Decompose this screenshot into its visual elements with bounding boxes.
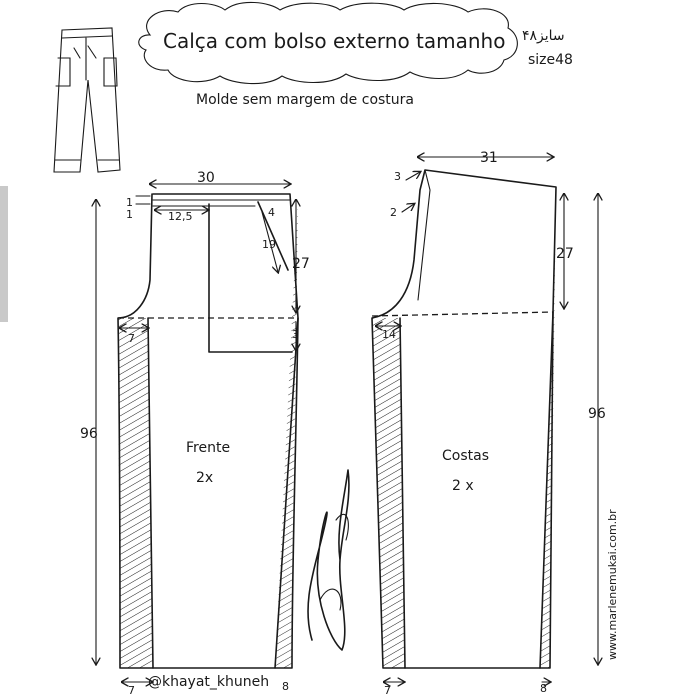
front-rise-label: 27 [292, 256, 310, 272]
designer-signature [307, 469, 350, 651]
size-persian-label: سایز۴۸ [522, 28, 565, 44]
title-cloud [138, 1, 518, 85]
back-hem-left-label: 7 [384, 684, 391, 695]
front-piece-quantity: 2x [196, 470, 213, 486]
front-waist-top-label: 1 [126, 196, 133, 209]
instagram-handle-watermark: @khayat_khuneh [148, 674, 269, 690]
front-hem-right-label: 8 [282, 680, 289, 693]
back-rise-label: 27 [556, 246, 574, 262]
trousers-thumbnail [53, 27, 121, 173]
front-pocket-diagonal-label: 19 [262, 238, 276, 251]
back-piece [371, 157, 598, 682]
back-length-label: 96 [588, 406, 606, 422]
front-dart-label: 4 [268, 206, 275, 219]
front-piece [96, 184, 298, 682]
front-crotch-ext-label: 7 [128, 332, 135, 345]
front-pocket-offset-label: 12,5 [168, 210, 193, 223]
back-piece-quantity: 2 x [452, 478, 474, 494]
front-width-label: 30 [197, 170, 215, 186]
front-length-label: 96 [80, 426, 98, 442]
pattern-subtitle: Molde sem margem de costura [196, 92, 414, 108]
back-hem-right-label: 8 [540, 682, 547, 695]
back-rise-top-label: 3 [394, 170, 401, 183]
front-waist-second-label: 1 [126, 208, 133, 221]
front-piece-name: Frente [186, 440, 230, 456]
back-crotch-ext-label: 14 [382, 328, 396, 341]
pattern-title: Calça com bolso externo tamanho [163, 29, 505, 53]
front-hem-left-label: 7 [128, 684, 135, 695]
front-hip-drop-label: 3 [292, 328, 299, 341]
scan-edge-strip [0, 186, 8, 322]
back-rise-side-label: 2 [390, 206, 397, 219]
website-watermark: www.marlenemukai.com.br [606, 509, 619, 660]
back-piece-name: Costas [442, 448, 489, 464]
size-latin-label: size48 [528, 52, 573, 68]
back-width-label: 31 [480, 150, 498, 166]
